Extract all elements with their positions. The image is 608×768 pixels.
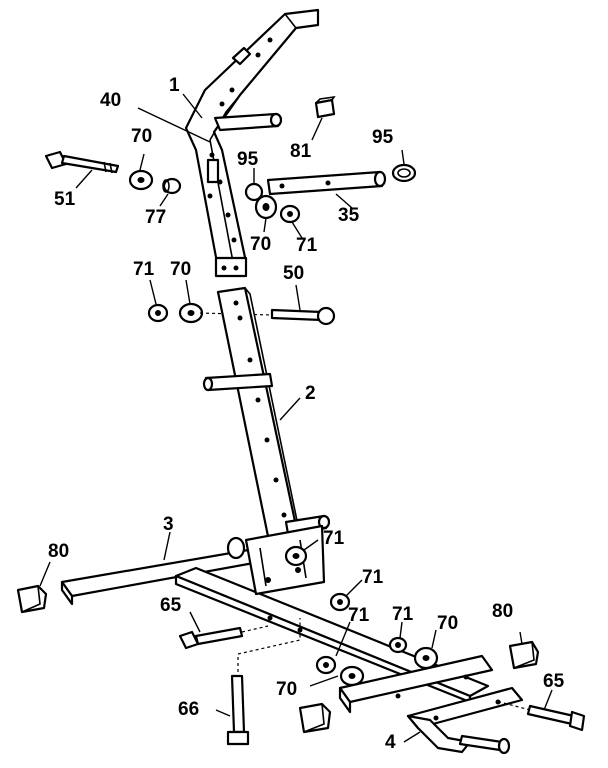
callout-95-center: 95: [237, 149, 259, 170]
part-66-bolt: [226, 674, 250, 746]
part-71-nut-mid: [147, 303, 169, 323]
foot-plate-bolt: [458, 734, 511, 755]
callout-35: 35: [338, 205, 360, 226]
assembly-line-66: [237, 618, 301, 672]
part-4-foot-plate: [406, 686, 524, 754]
callout-81: 81: [290, 141, 312, 162]
callout-80-right: 80: [492, 601, 514, 622]
assembly-line-65-right: [499, 701, 531, 711]
callout-71-lower: 71: [348, 605, 370, 626]
callout-1: 1: [169, 75, 180, 96]
callout-70-center: 70: [250, 234, 272, 255]
part-71-nut-right: [329, 592, 351, 612]
leader-lines: [39, 93, 553, 743]
part-71-nut-center: [279, 204, 301, 224]
callout-2: 2: [305, 383, 316, 404]
callout-70-lower: 70: [276, 679, 298, 700]
part-65-bolt-left: [178, 626, 244, 650]
part-81-cap: [314, 95, 336, 119]
callout-40: 40: [100, 90, 122, 111]
part-70-washer-lower: [339, 665, 365, 687]
part-35-rod: [266, 170, 387, 196]
assembly-line-65: [241, 625, 269, 633]
part-51-bolt: [44, 150, 120, 174]
callout-71-post: 71: [323, 528, 345, 549]
part-80-cap-left: [16, 584, 48, 614]
part-2-lower-post: [202, 286, 331, 548]
rear-crossbar: [338, 654, 494, 714]
callout-80-left: 80: [48, 541, 70, 562]
part-95-knob-right: [391, 163, 417, 183]
part-70-washer-mid: [178, 302, 204, 324]
part-77-spacer: [162, 177, 182, 195]
part-71-nut-lower: [315, 655, 337, 675]
callout-71-far-right: 71: [392, 604, 414, 625]
part-71-nut-post: [284, 545, 308, 567]
callout-65-left: 65: [160, 595, 182, 616]
part-65-bolt-right: [526, 704, 586, 732]
part-50-pin: [270, 306, 336, 326]
callout-70-far-right: 70: [437, 613, 459, 634]
part-70-washer-far-right: [413, 646, 439, 670]
callout-50: 50: [283, 263, 305, 284]
callout-51: 51: [54, 189, 76, 210]
part-80-cap-right: [508, 640, 540, 670]
callout-71-center: 71: [296, 235, 318, 256]
part-71-nut-far-right: [388, 636, 408, 654]
callout-70-mid: 70: [170, 259, 192, 280]
callout-77: 77: [145, 207, 167, 228]
callout-65-right: 65: [543, 671, 565, 692]
callout-3: 3: [163, 514, 174, 535]
callout-70-upper: 70: [131, 126, 153, 147]
part-70-washer-center: [254, 194, 278, 220]
callout-71-right: 71: [362, 567, 384, 588]
callout-4: 4: [385, 732, 396, 753]
callout-95-right: 95: [372, 127, 394, 148]
callout-71-mid: 71: [133, 259, 155, 280]
end-cap-bottom: [298, 702, 332, 734]
post-base-bracket: [244, 524, 326, 596]
callout-66: 66: [178, 699, 200, 720]
part-1-peg: [213, 112, 283, 132]
part-70-washer-upper: [128, 169, 154, 191]
part-1-upper-tube: [184, 8, 320, 278]
